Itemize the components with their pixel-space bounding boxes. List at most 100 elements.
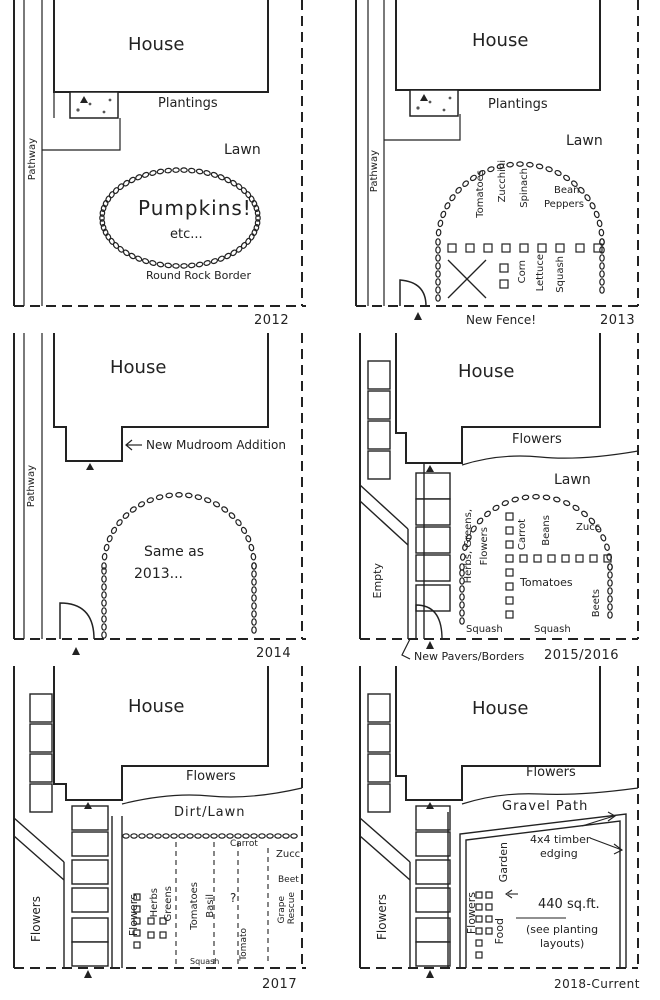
rock xyxy=(210,833,218,839)
rock xyxy=(137,501,146,508)
rock xyxy=(164,167,172,174)
rock xyxy=(459,585,465,593)
rock xyxy=(203,260,211,266)
rock xyxy=(128,176,136,184)
rock xyxy=(180,263,188,269)
crop-zucc: Zucc xyxy=(276,849,301,860)
paver xyxy=(71,941,109,967)
rock xyxy=(106,535,113,543)
plant-marker xyxy=(533,554,542,563)
plant-marker xyxy=(465,243,475,253)
flowers-bed-label: Flowers xyxy=(465,892,478,935)
paver xyxy=(415,472,451,500)
panel-2015-2016: House Flowers Lawn Empty Herbs, Greens, … xyxy=(330,333,660,666)
fence-label: New Fence! xyxy=(466,313,537,327)
rock xyxy=(105,195,112,203)
plant-marker xyxy=(475,915,483,923)
panel-2018-drawing xyxy=(359,666,639,978)
rock xyxy=(255,214,261,222)
triangle-marker-icon xyxy=(84,802,92,809)
plant-marker xyxy=(485,915,493,923)
plant-marker xyxy=(505,554,514,563)
year-label: 2013 xyxy=(600,313,636,328)
rock xyxy=(101,631,107,639)
rock xyxy=(435,246,441,254)
rock xyxy=(100,223,107,232)
rock xyxy=(455,186,462,194)
rock xyxy=(607,579,613,587)
triangle-marker-icon xyxy=(86,463,94,470)
rock xyxy=(156,168,165,175)
plant-marker xyxy=(159,931,167,939)
house-label: House xyxy=(458,361,515,382)
rock xyxy=(478,169,486,177)
etc-label: etc... xyxy=(170,227,203,242)
rock xyxy=(172,167,180,173)
rock xyxy=(101,562,107,570)
rock xyxy=(607,595,613,603)
rock xyxy=(110,526,118,534)
rock xyxy=(563,174,571,182)
triangle-marker-icon xyxy=(80,96,88,103)
crop-squash: Squash xyxy=(190,957,220,966)
rock xyxy=(251,618,257,626)
rock xyxy=(251,594,257,602)
rock xyxy=(230,249,238,257)
rock xyxy=(135,174,143,181)
paver xyxy=(29,693,53,723)
crop-beet: Beet xyxy=(278,875,299,885)
rock xyxy=(224,252,232,260)
plant-marker xyxy=(505,582,514,591)
crop-beans: Beans xyxy=(541,515,552,546)
rock xyxy=(210,171,219,178)
rock xyxy=(251,570,257,578)
rock xyxy=(526,161,534,168)
rock xyxy=(607,571,613,579)
house-label: House xyxy=(472,30,529,51)
rock xyxy=(162,833,170,839)
crop-grape: Grape xyxy=(277,896,287,924)
rock xyxy=(248,233,255,241)
rock xyxy=(146,497,154,504)
crop-carrot: Carrot xyxy=(230,839,258,849)
plant-marker xyxy=(575,554,584,563)
plant-marker xyxy=(485,891,493,899)
plant-marker xyxy=(485,927,493,935)
plant-marker xyxy=(519,243,529,253)
year-label: 2012 xyxy=(254,313,290,328)
rock xyxy=(186,833,194,839)
paver xyxy=(367,420,391,450)
rock xyxy=(572,504,580,512)
rock xyxy=(521,494,530,501)
crop-carrot: Carrot xyxy=(517,519,528,550)
rock xyxy=(535,163,544,170)
plant-marker xyxy=(575,243,585,253)
rock xyxy=(449,194,456,202)
paver xyxy=(71,831,109,857)
crop-tomatoes: Tomatoes xyxy=(475,170,486,218)
year-label: 2018-Current xyxy=(554,977,640,991)
crop-tomatoes: Tomatoes xyxy=(520,576,573,589)
paver xyxy=(71,917,109,943)
rock xyxy=(554,169,562,177)
crop-flowers: Flowers xyxy=(127,894,140,937)
crop-tomatoes: Tomatoes xyxy=(189,882,200,930)
rock xyxy=(598,228,605,237)
rock xyxy=(180,167,188,173)
panel-2017-drawing xyxy=(13,666,306,978)
rock xyxy=(459,563,465,571)
rock xyxy=(165,492,173,499)
plant-marker xyxy=(589,554,598,563)
rock xyxy=(149,260,157,266)
rock xyxy=(194,833,202,839)
rock xyxy=(116,519,123,527)
paver xyxy=(71,887,109,913)
rock xyxy=(218,833,226,839)
panel-2012: House Plantings Lawn Pathway Pumpkins! e… xyxy=(0,0,330,333)
paver xyxy=(415,941,451,967)
flowers-side-label: Flowers xyxy=(29,896,43,942)
lawn-label: Lawn xyxy=(224,142,261,158)
rock xyxy=(101,599,107,607)
rock xyxy=(593,210,600,219)
plant-marker xyxy=(133,893,141,901)
